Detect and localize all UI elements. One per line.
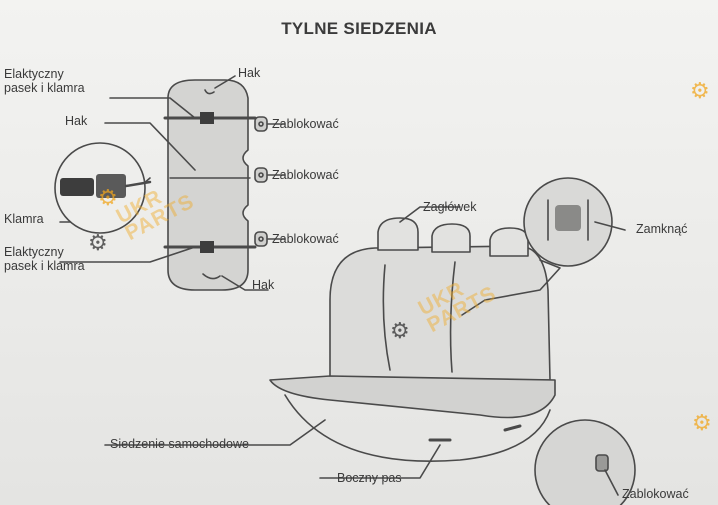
elastic-strap-buckle-label-top: Elaktyczny pasek i klamra: [4, 67, 85, 95]
close-label: Zamknąć: [636, 222, 688, 236]
hook-label-bottom: Hak: [252, 278, 275, 292]
lock-label-3: Zablokować: [272, 232, 339, 246]
headrest-label: Zagłówek: [423, 200, 477, 214]
gear-icon: ⚙: [88, 230, 108, 255]
top-hook: [204, 89, 215, 95]
page-title: TYLNE SIEDZENIA: [281, 19, 437, 38]
lock-detail-circle: [534, 419, 636, 505]
top-buckle: [200, 112, 214, 124]
side-strap-label: Boczny pas: [337, 471, 402, 485]
car-seat-label: Siedzenie samochodowe: [110, 437, 249, 451]
gear-icon: ⚙: [98, 185, 118, 210]
gear-icon: ⚙: [690, 78, 710, 103]
hook-label-top: Hak: [238, 66, 261, 80]
headrest-right: [489, 227, 529, 257]
bottom-hook: [202, 273, 221, 280]
seat-back-cover: [167, 79, 249, 291]
elastic-strap-buckle-label-bottom: Elaktyczny pasek i klamra: [4, 245, 85, 273]
headrest-middle: [431, 223, 471, 253]
gear-icon: ⚙: [692, 410, 712, 435]
hook-label-left: Hak: [65, 114, 88, 128]
headrest-left: [377, 217, 419, 251]
lock-label-bottom: Zablokować: [622, 487, 689, 501]
lock-symbol-3: [254, 231, 268, 247]
lock-label-1: Zablokować: [272, 117, 339, 131]
seat-cushion: [269, 375, 556, 419]
lock-symbol-1: [254, 116, 268, 132]
bottom-buckle: [200, 241, 214, 253]
gear-icon: ⚙: [390, 318, 410, 343]
buckle-label: Klamra: [4, 212, 44, 226]
lock-symbol-2: [254, 167, 268, 183]
lock-label-2: Zablokować: [272, 168, 339, 182]
